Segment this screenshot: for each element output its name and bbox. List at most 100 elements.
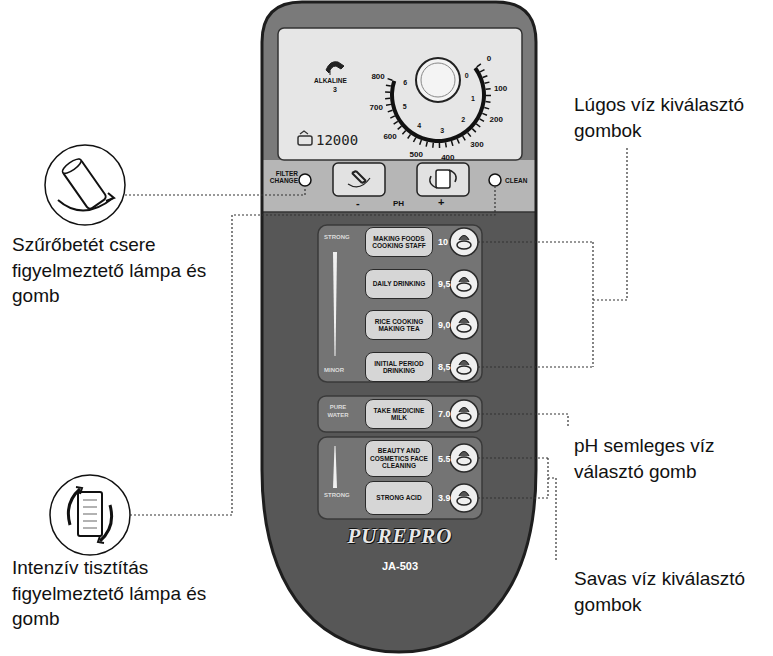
mode-button: MAKING FOODS COOKING STAFF10 [365, 227, 433, 257]
button-label: STRONG ACID [376, 494, 421, 501]
dial-tick [468, 133, 471, 137]
leader-line [592, 242, 593, 367]
dial-tick [486, 101, 491, 103]
dial-tick [432, 143, 434, 148]
ph-value: 9,5 [438, 279, 451, 289]
dial-number: 2 [461, 116, 465, 123]
leader-line [548, 478, 556, 562]
lamp-label: CLEAN [505, 177, 527, 184]
dial-number: 6 [403, 79, 407, 86]
mode-icon [450, 444, 478, 472]
callout-text: pH semleges víz választó gomb [574, 433, 752, 484]
leader-line [478, 457, 548, 458]
dial-tick [483, 76, 488, 78]
dial-tick [385, 98, 390, 100]
lcd-display: ALKALINE312000 [278, 28, 522, 160]
brand-logo: PUREPRO [320, 524, 480, 549]
button-label: + [438, 196, 444, 208]
button-label: TAKE MEDICINE MILK [370, 407, 428, 422]
dial-tick [486, 95, 491, 97]
dial-tick [408, 134, 411, 138]
dial-number: 700 [370, 103, 383, 112]
button-label: PH [393, 199, 404, 208]
band-label: STRONG [324, 492, 350, 498]
dial-tick [480, 119, 484, 121]
mode-icon [450, 484, 478, 512]
dial-tick [484, 108, 489, 109]
dial-number: 5 [403, 102, 407, 109]
leader-lines [125, 148, 627, 562]
leader-line [125, 187, 305, 195]
button-bands [318, 225, 482, 519]
dial-number: 300 [470, 140, 483, 149]
lamp-label: FILTER CHANGE [266, 170, 298, 184]
dial-number: 4 [417, 121, 421, 128]
control-strip [299, 163, 501, 196]
display-readout: 12000 [316, 132, 358, 148]
filter-callout-icon [45, 145, 125, 225]
button-label: RICE COOKING MAKING TEA [370, 318, 428, 333]
button-label: INITIAL PERIOD DRINKING [370, 360, 428, 375]
button-label: DAILY DRINKING [373, 280, 426, 287]
dial-tick [386, 84, 391, 86]
mode-button: BEAUTY AND COSMETICS FACE CLEANING5.5 [365, 440, 433, 477]
ph-value: 5.5 [438, 454, 451, 464]
button-group-band: BEAUTY AND COSMETICS FACE CLEANING5.5STR… [318, 437, 482, 519]
dial-tick [477, 64, 481, 67]
dial-number: 800 [371, 71, 384, 80]
button-label: BEAUTY AND COSMETICS FACE CLEANING [370, 447, 428, 469]
callout-text: Szűrőbetét csere figyelmeztető lámpa és … [12, 232, 217, 309]
dial-tick [388, 79, 393, 81]
dial-number: 500 [410, 150, 423, 159]
callout-text: Intenzív tisztítás figyelmeztető lámpa é… [12, 555, 217, 632]
dial-number: 3 [440, 126, 444, 133]
dial-tick [451, 141, 452, 146]
dial-tick [480, 70, 484, 72]
button-label: MAKING FOODS COOKING STAFF [370, 235, 428, 250]
mode-button: TAKE MEDICINE MILK7.0 [365, 399, 433, 429]
mode-icon [450, 400, 478, 428]
mode-icon [450, 228, 478, 256]
dial-tick [426, 142, 427, 147]
dial-tick [476, 124, 480, 127]
dial-number: 0 [487, 53, 491, 62]
panel-housing [262, 0, 538, 652]
dial-tick [439, 143, 441, 148]
mode-icons [450, 228, 478, 512]
dial-number: 100 [494, 83, 507, 92]
callout-text: Savas víz kiválasztó gombok [574, 566, 752, 617]
dial-tick [413, 138, 415, 142]
band-label: PURE WATER [321, 403, 355, 420]
ph-value: 7.0 [438, 409, 451, 419]
mode-button: INITIAL PERIOD DRINKING8,5 [365, 352, 433, 382]
leader-line [478, 366, 593, 367]
leader-line [593, 148, 627, 300]
dial-number: 1 [471, 94, 475, 101]
ph-value: 9,0 [438, 320, 451, 330]
dial-tick [402, 131, 405, 135]
cleaning-callout-icon [50, 475, 130, 555]
dial-number: 0 [465, 72, 469, 79]
ph-value: 8,5 [438, 362, 451, 372]
band-label: MINOR [324, 367, 344, 373]
dial-number: 400 [441, 153, 454, 162]
leader-line [130, 187, 495, 515]
button-group-band: TAKE MEDICINE MILK7.0PURE WATER [318, 396, 482, 432]
dial-tick [388, 110, 393, 112]
mode-icon [450, 270, 478, 298]
callout-text: Lúgos víz kiválasztó gombok [574, 92, 752, 143]
mode-icon [450, 311, 478, 339]
leader-line [478, 414, 568, 428]
leader-line [478, 241, 593, 242]
dial-tick [385, 91, 390, 93]
dial-tick [445, 142, 447, 147]
display-readout: 3 [333, 86, 337, 93]
dial-number: 600 [383, 131, 396, 140]
mode-icon [450, 353, 478, 381]
dial-tick [398, 126, 402, 129]
button-group-band: MAKING FOODS COOKING STAFF10DAILY DRINKI… [318, 225, 482, 382]
leader-line [478, 497, 548, 498]
remote-panel: ALKALINE312000MAKING FOODS COOKING STAFF… [262, 2, 536, 652]
dial-tick [390, 116, 394, 118]
dial-tick [420, 140, 422, 145]
